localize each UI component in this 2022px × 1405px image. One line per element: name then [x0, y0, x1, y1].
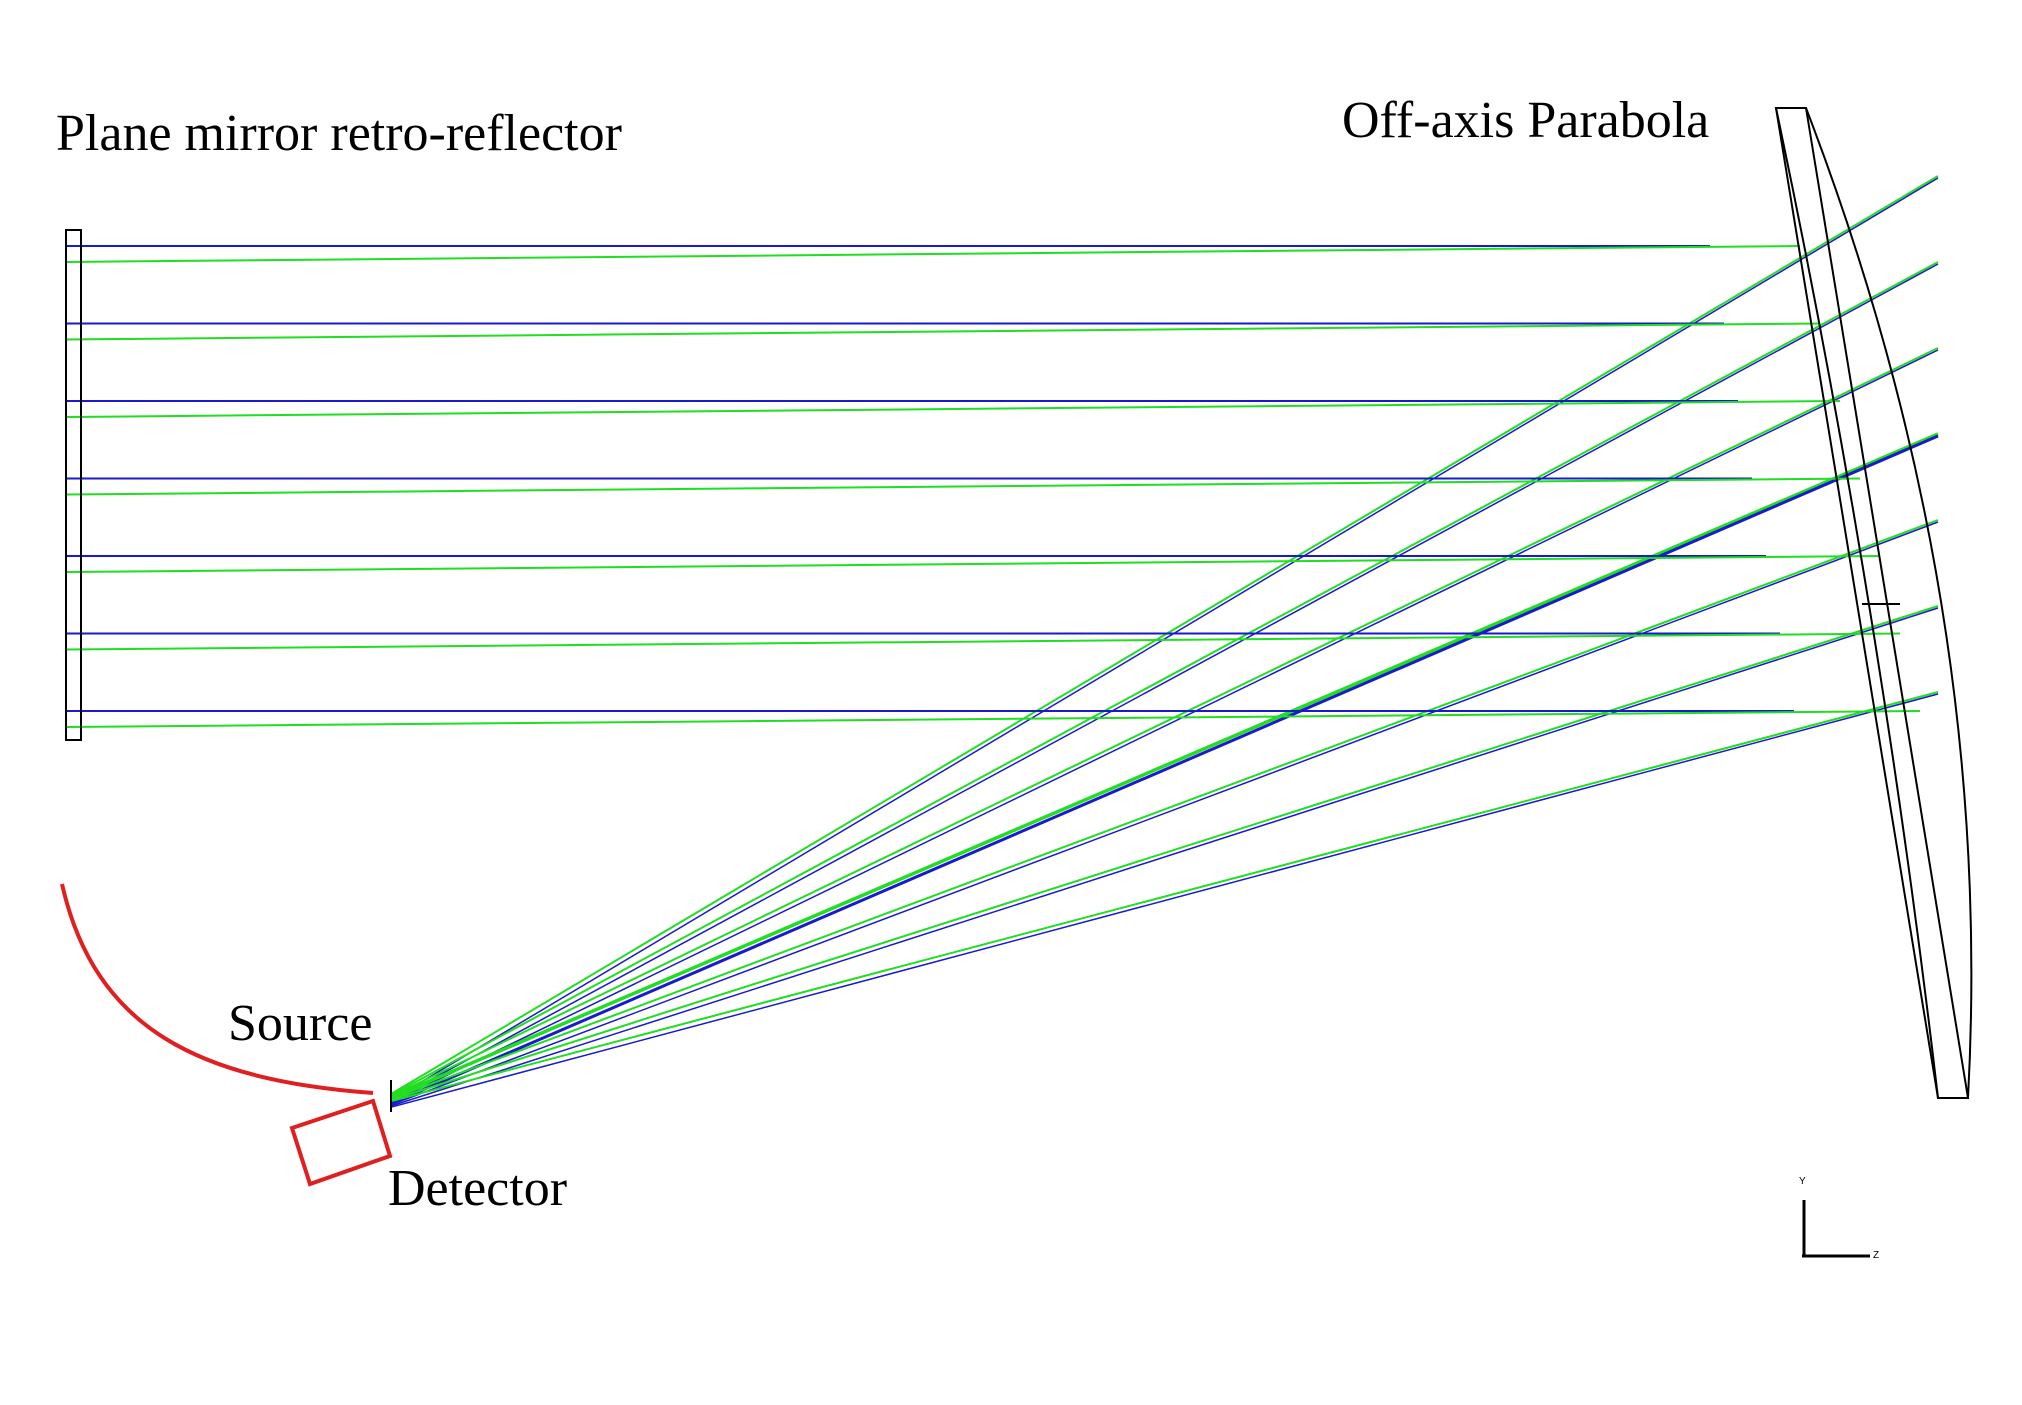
ray-blue-converging: [390, 693, 1939, 1108]
detector-box: [289, 1098, 393, 1187]
ray-green-collimated: [65, 632, 1901, 651]
axis-indicator: Y Z: [1799, 1176, 1879, 1261]
ray-green-converging: [390, 261, 1939, 1097]
ray-green-converging: [390, 519, 1939, 1100]
ray-green-collimated: [65, 400, 1841, 418]
ray-green-converging: [390, 605, 1939, 1101]
source-label: Source: [228, 995, 372, 1052]
ray-blue-converging: [390, 349, 1939, 1104]
plane-mirror: [65, 229, 82, 741]
mirror-label: Plane mirror retro-reflector: [56, 105, 622, 162]
ray-blue-converging: [390, 263, 1939, 1102]
axis-y-label: Y: [1799, 1176, 1806, 1187]
ray-green-converging: [390, 691, 1939, 1103]
ray-bundle: [65, 175, 1939, 1108]
ray-green-collimated: [65, 322, 1821, 341]
source-path: [60, 883, 374, 1095]
ray-green-collimated: [65, 477, 1861, 496]
ray-green-converging: [390, 175, 1939, 1095]
axis-z-label: Z: [1873, 1250, 1879, 1261]
ray-green-converging: [390, 347, 1939, 1098]
off-axis-parabola: [1774, 107, 1973, 1099]
ray-green-collimated: [65, 245, 1801, 263]
ray-blue-converging: [390, 434, 1939, 1105]
ray-blue-converging: [390, 521, 1939, 1106]
parabola-label: Off-axis Parabola: [1342, 92, 1709, 149]
ray-green-converging: [390, 432, 1939, 1100]
ray-blue-converging: [390, 607, 1939, 1107]
ray-green-collimated: [65, 710, 1921, 728]
ray-green-collimated: [65, 555, 1881, 573]
detector-label: Detector: [388, 1160, 567, 1217]
